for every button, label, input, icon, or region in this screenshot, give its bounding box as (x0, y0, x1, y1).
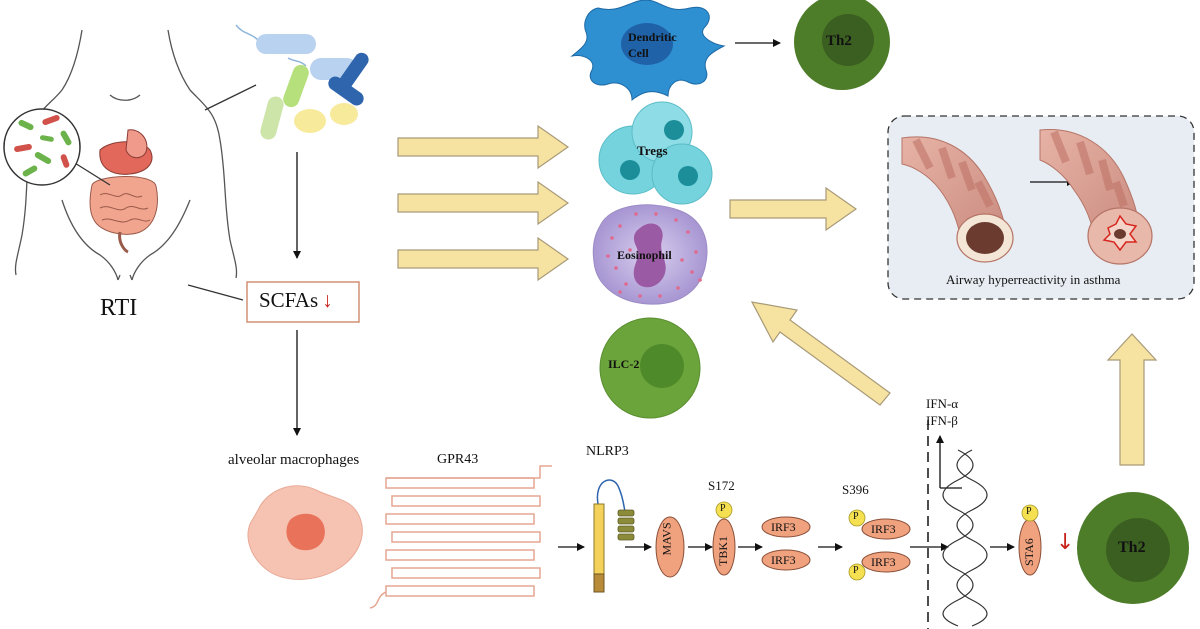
th2-cell-top (794, 0, 890, 90)
connector-line (204, 84, 257, 111)
airway-asthma-illustration (1039, 129, 1153, 265)
connector-line (187, 284, 244, 301)
bacteria-cluster-icon (235, 24, 369, 140)
s396-label: S396 (842, 482, 869, 497)
scfas-box (246, 281, 360, 323)
phospho-p-label: P (853, 565, 859, 576)
scfas-text: SCFAs (259, 288, 319, 312)
irf3-phospho-protein (861, 551, 911, 573)
irf3-label: IRF3 (771, 520, 796, 534)
tregs-cells (598, 101, 713, 205)
phospho-badge-irf3 (848, 509, 866, 527)
nlrp3-inflammasome (593, 479, 635, 593)
gpr43-receptor (369, 465, 552, 609)
tregs-label: Tregs (637, 143, 668, 158)
phospho-badge-tbk1 (715, 501, 733, 519)
irf3-label: IRF3 (871, 555, 896, 569)
phospho-p-label: P (1026, 506, 1032, 517)
tbk1-label: TBK1 (716, 536, 730, 566)
scfas-down-arrow: ↓ (322, 288, 333, 312)
ilc2-label: ILC-2 (608, 357, 640, 371)
eosinophil-label: Eosinophil (617, 248, 672, 262)
irf3-protein (761, 549, 811, 571)
airway-normal-illustration (901, 136, 1014, 263)
airway-caption: Airway hyperreactivity in asthma (946, 272, 1121, 287)
tbk1-protein (712, 518, 736, 576)
s172-label: S172 (708, 478, 735, 493)
th2-bottom-label: Th2 (1118, 539, 1146, 556)
mavs-protein (655, 516, 685, 578)
irf3-label: IRF3 (771, 553, 796, 567)
dendritic-cell (570, 0, 726, 102)
irf3-phospho-protein (861, 518, 911, 540)
gpr43-label: GPR43 (437, 452, 479, 467)
dendritic-cell-label-line1: Dendritic (628, 30, 677, 44)
mavs-label: MAVS (659, 522, 674, 556)
ifn-beta-label: IFN-β (926, 413, 958, 428)
phospho-badge-irf3 (848, 563, 866, 581)
th2-cell-bottom (1077, 492, 1189, 604)
dna-helix (942, 449, 988, 627)
scfas-label: SCFAs↓ (259, 288, 333, 313)
irf3-label: IRF3 (871, 522, 896, 536)
macrophage-cell (247, 485, 363, 580)
alveolar-macrophages-label: alveolar macrophages (228, 452, 360, 468)
ilc2-cell (599, 317, 701, 419)
phospho-badge-stat6 (1021, 504, 1039, 522)
irf3-protein (761, 516, 811, 538)
nlrp3-label: NLRP3 (586, 444, 629, 459)
phospho-p-label: P (853, 511, 859, 522)
stat6-label: STA6 (1022, 538, 1036, 566)
rti-label: RTI (100, 295, 138, 321)
phospho-p-label: P (720, 503, 726, 514)
ifn-alpha-label: IFN-α (926, 396, 959, 411)
th2-down-arrow: ↓ (1056, 530, 1075, 555)
eosinophil-cell (592, 204, 708, 305)
th2-top-label: Th2 (826, 33, 852, 49)
digestive-organs-icon (89, 129, 158, 254)
dendritic-cell-label-line2: Cell (628, 46, 649, 60)
gut-bacteria-magnifier (3, 108, 111, 186)
yellow-arrows (397, 124, 1158, 466)
pathway-arrows (558, 435, 1015, 551)
